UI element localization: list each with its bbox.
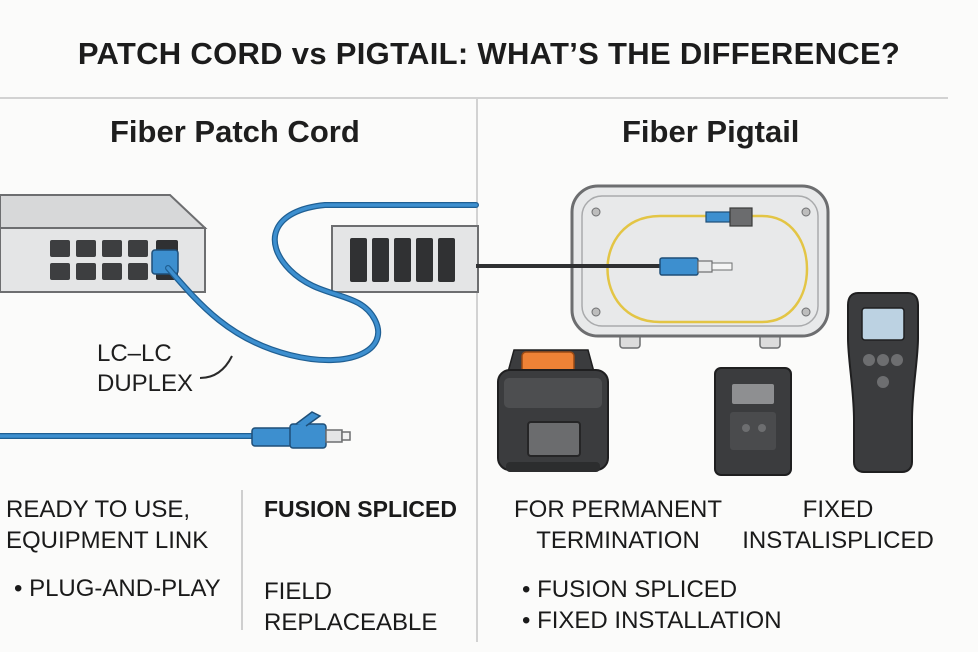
- connector-callout: LC–LC DUPLEX: [97, 339, 193, 399]
- header-divider: [0, 97, 948, 99]
- patch-cord-use-line-2: EQUIPMENT LINK: [6, 527, 209, 554]
- fusion-splicer-icon: [497, 349, 609, 472]
- pigtail-fixed: FIXED INSTALISPLICED: [742, 494, 934, 556]
- pigtail-bullets: • FUSION SPLICED • FIXED INSTALLATION: [522, 574, 782, 636]
- callout-line-2: DUPLEX: [97, 370, 194, 397]
- pigtail-fixed-line-2: INSTALISPLICED: [742, 527, 934, 554]
- pigtail-use: FOR PERMANENT TERMINATION: [514, 494, 722, 556]
- patch-cord-use-line-1: READY TO USE,: [6, 496, 191, 523]
- network-switch-icon: [0, 194, 208, 293]
- power-meter-icon: [714, 367, 792, 476]
- patch-cord-use: READY TO USE, EQUIPMENT LINK: [6, 494, 208, 556]
- lc-connector-icon: [251, 411, 351, 449]
- patch-cord-field-line-1: FIELD: [264, 578, 333, 605]
- patch-cord-field-line-2: REPLACEABLE: [264, 609, 438, 636]
- callout-line-1: LC–LC: [97, 340, 172, 367]
- splice-enclosure-icon: [476, 184, 830, 349]
- handheld-tester-icon: [847, 292, 919, 473]
- pigtail-fixed-line-1: FIXED: [802, 496, 874, 523]
- callout-leader: [199, 355, 233, 379]
- left-column-divider: [241, 490, 243, 630]
- pigtail-use-line-1: FOR PERMANENT: [514, 496, 723, 523]
- patch-cord-heading: Fiber Patch Cord: [110, 114, 360, 149]
- patch-cord-cable-icon: [0, 202, 479, 439]
- patch-cord-bullet: • PLUG-AND-PLAY: [14, 575, 221, 602]
- center-divider: [476, 99, 478, 642]
- pigtail-use-line-2: TERMINATION: [536, 527, 700, 554]
- patch-panel-icon: [331, 225, 479, 293]
- sc-connector-icon: [659, 257, 699, 276]
- page-title: PATCH CORD vs PIGTAIL: WHAT’S THE DIFFER…: [77, 36, 901, 71]
- patch-cord-method: FUSION SPLICED: [264, 496, 457, 522]
- pigtail-bullet-2: • FIXED INSTALLATION: [522, 607, 782, 634]
- pigtail-heading: Fiber Pigtail: [622, 114, 800, 149]
- patch-cord-field: FIELD REPLACEABLE: [264, 576, 437, 638]
- pigtail-bullet-1: • FUSION SPLICED: [522, 576, 738, 603]
